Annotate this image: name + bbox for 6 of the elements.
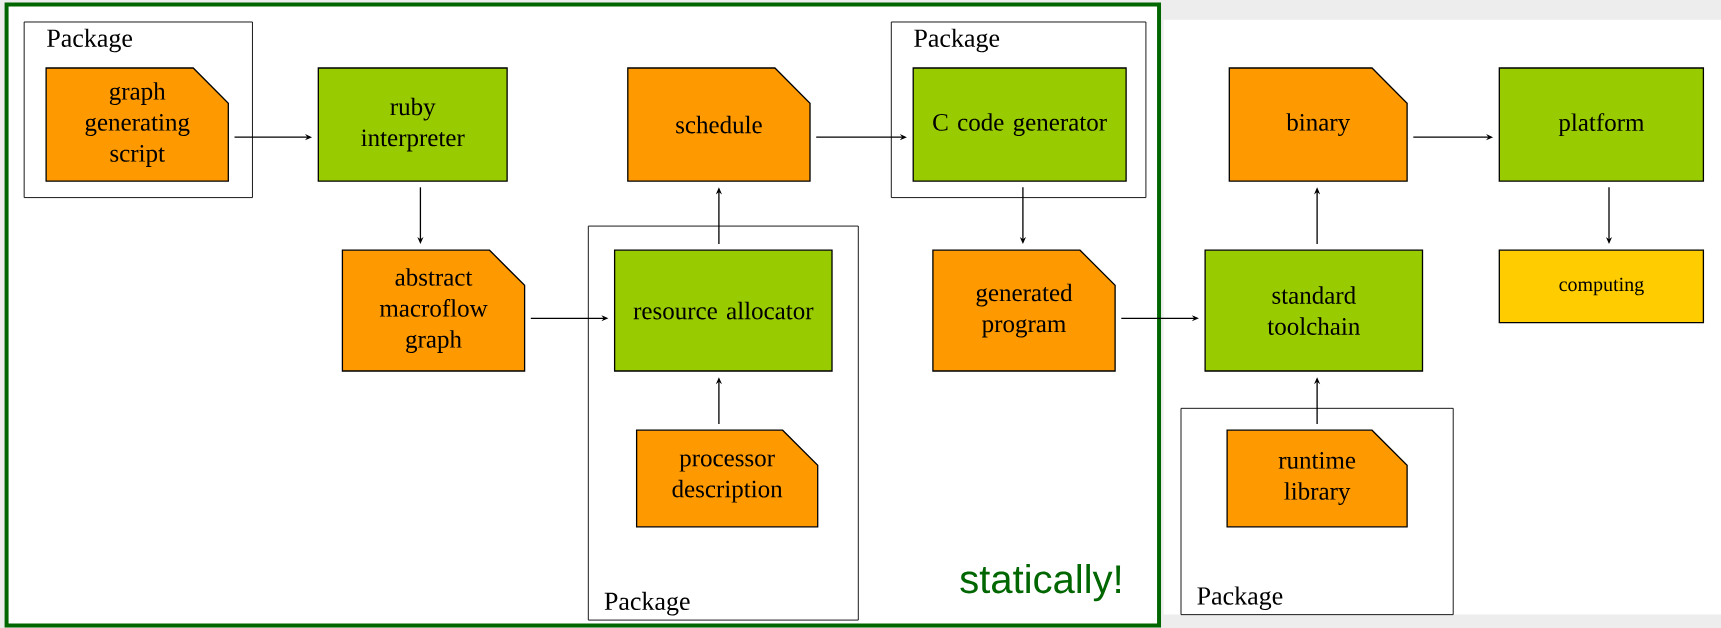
process-box: standard toolchain [1204,249,1424,372]
process-box: ruby interpreter [317,67,508,182]
process-box: resource allocator [613,249,833,372]
process-box: C code generator [912,67,1127,182]
process-box: platform [1498,67,1705,182]
process-box: computing [1498,249,1705,324]
